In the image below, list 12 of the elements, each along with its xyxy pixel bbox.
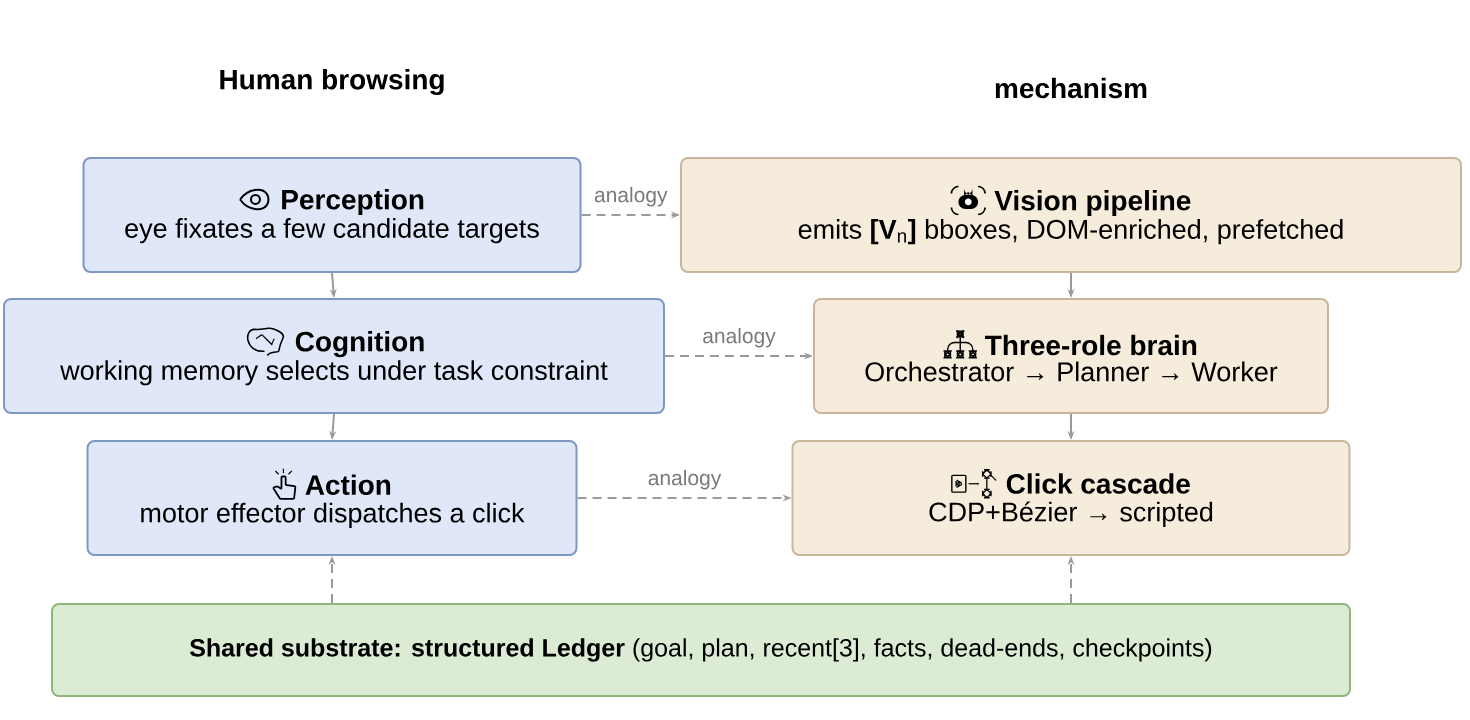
process-box: Vision pipeline emits [V$_{n}$] bboxes, DOM-enriched, prefetched [680,157,1462,273]
process-box: Cognition working memory selects under task constraint [3,298,665,414]
process-box: Click cascade CDP+Bézier → scripted [791,440,1351,556]
ledger-box: Shared substrate: structured Ledger (goal, plan, recent[3], facts, dead-ends, checkpoints) [51,603,1351,697]
process-box: Three-role brain Orchestrator → Planner → Worker [813,298,1329,414]
process-box: Action motor effector dispatches a click [86,440,578,556]
edge-label: analogy [594,186,668,207]
edge-label: analogy [648,469,722,490]
process-box: Perception eye fixates a few candidate targets [82,157,582,273]
edge-label: analogy [703,327,776,348]
column-title: mechanism [995,77,1147,99]
column-title: Human browsing [220,68,444,96]
